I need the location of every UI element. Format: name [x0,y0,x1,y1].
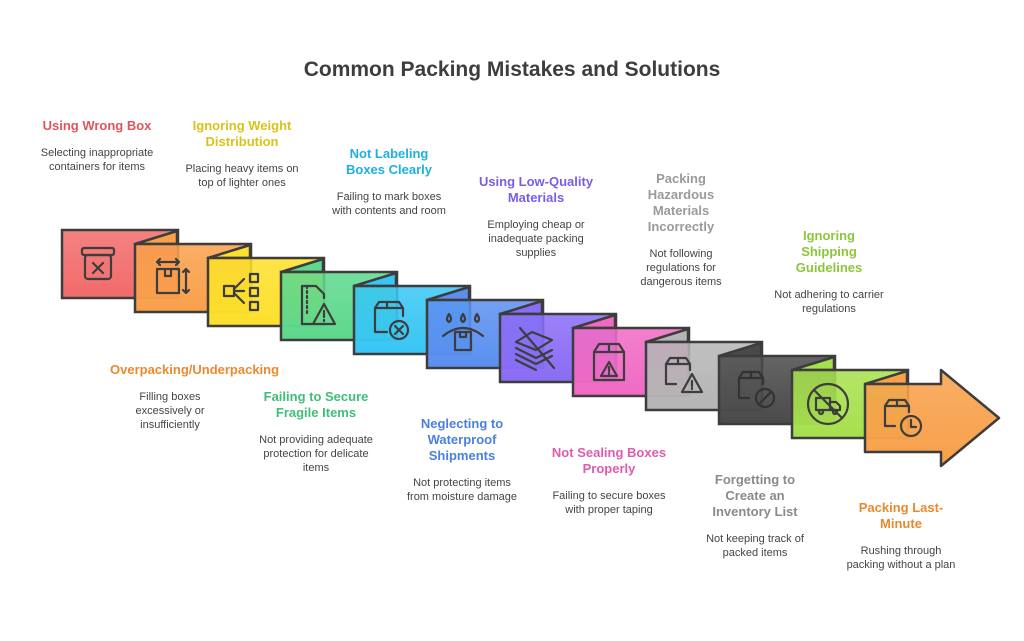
step-description: Failing to mark boxes with contents and … [332,191,446,217]
step-title: Not Labeling Boxes Clearly [346,146,432,177]
step-title: Failing to Secure Fragile Items [263,389,369,420]
box-x-icon [80,246,116,281]
distribution-icon [222,272,260,312]
box-unlabeled-icon [373,300,410,341]
step-title: Ignoring Weight Distribution [192,118,292,149]
step-description: Failing to secure boxes with proper tapi… [552,490,666,516]
step-description: Not keeping track of packed items [706,533,804,559]
step-title: Packing Hazardous Materials Incorrectly [647,171,715,234]
step-title: Ignoring Shipping Guidelines [795,228,863,275]
step-title: Using Low-Quality Materials [478,174,594,205]
page-title: Common Packing Mistakes and Solutions [303,58,721,81]
box-blocked-icon [737,370,776,409]
step-title: Overpacking/Underpacking [110,362,280,377]
box-clock-icon [883,398,923,438]
step-title: Forgetting to Create an Inventory List [712,472,798,519]
step-description: Not providing adequate protection for de… [259,434,373,474]
step-description: Filling boxes excessively or insufficien… [135,391,205,431]
step-description: Not following regulations for dangerous … [640,248,722,288]
step-title: Not Sealing Boxes Properly [551,445,667,476]
box-resize-icon [155,257,191,295]
step-description: Not protecting items from moisture damag… [406,477,518,503]
no-truck-icon [806,382,850,426]
step-title: Using Wrong Box [42,118,152,133]
layers-crossed-icon [514,326,556,372]
step-description: Selecting inappropriate containers for i… [40,147,154,173]
water-drops-icon [441,312,485,352]
step-description: Rushing through packing without a plan [846,545,956,571]
step-description: Employing cheap or inadequate packing su… [487,219,585,259]
step-panel [863,368,1001,468]
box-warning-icon [592,342,626,382]
step-description: Placing heavy items on top of lighter on… [185,163,299,189]
step-title: Neglecting to Waterproof Shipments [420,416,504,463]
hazard-box-icon [664,356,704,394]
step-description: Not adhering to carrier regulations [774,289,884,315]
step-title: Packing Last-Minute [858,500,944,531]
fragile-warning-icon [300,284,337,326]
